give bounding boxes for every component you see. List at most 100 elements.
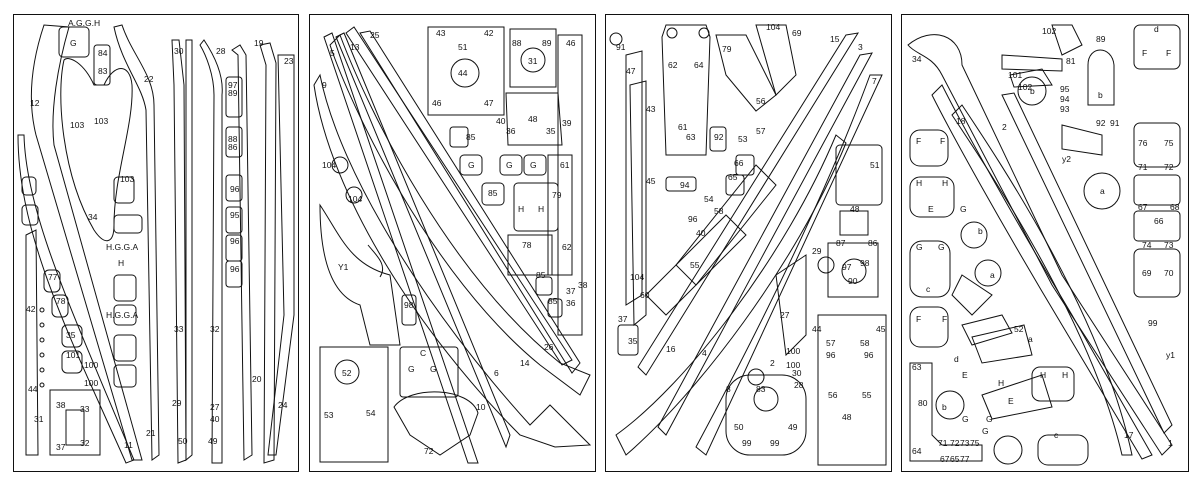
part-label: 53 xyxy=(324,410,334,420)
part-label: F xyxy=(916,136,922,146)
part-label: b xyxy=(1030,86,1035,96)
part-label: 35 xyxy=(66,330,76,340)
part-label: 7 xyxy=(872,76,877,86)
part-label: 11 xyxy=(124,440,133,450)
part-label: 33 xyxy=(174,324,184,334)
part-label: 50 xyxy=(734,422,744,432)
part-label: 52 xyxy=(1014,324,1024,334)
part-label: y2 xyxy=(1062,154,1071,164)
part-label: 88 xyxy=(512,38,522,48)
part-label: H xyxy=(916,178,923,188)
part-label: 28 xyxy=(216,46,226,56)
part-label: 31 xyxy=(34,414,44,424)
part-label: 10 xyxy=(476,402,486,412)
part-label: 16 xyxy=(666,344,676,354)
part-label: 57 xyxy=(826,338,836,348)
pattern-sheet-3: 91 47 62 64 79 104 69 15 3 7 43 61 63 92… xyxy=(605,14,892,472)
part-label: 85 xyxy=(488,188,498,198)
part-label: 75 xyxy=(970,438,980,448)
part-label: 44 xyxy=(812,324,822,334)
part-label: G xyxy=(506,160,513,170)
part-label: d xyxy=(954,354,959,364)
part-label: 18 xyxy=(956,116,966,126)
part-label: 31 xyxy=(528,56,538,66)
part-label: 22 xyxy=(144,74,154,84)
sheet-2-drawing xyxy=(313,26,592,464)
pattern-sheet-4: 34 102 89 d F F 81 101 102 b 95 94 93 b … xyxy=(901,14,1189,472)
part-label: 58 xyxy=(860,338,870,348)
part-label: 91 xyxy=(616,42,626,52)
part-label: 37 xyxy=(618,314,628,324)
part-label: 100 xyxy=(786,360,801,370)
part-label: C xyxy=(420,348,427,358)
part-label: 80 xyxy=(918,398,928,408)
part-label: 57 xyxy=(756,126,766,136)
part-label: 89 xyxy=(1096,34,1106,44)
part-label: 83 xyxy=(756,384,766,394)
part-label: 48 xyxy=(842,412,852,422)
part-label: 2 xyxy=(770,358,775,368)
part-label: 96 xyxy=(688,214,698,224)
part-label: 62 xyxy=(562,242,572,252)
part-label: G xyxy=(530,160,537,170)
part-label: 55 xyxy=(690,260,700,270)
part-label: A.G.G.H xyxy=(68,18,101,28)
part-label: 94 xyxy=(680,180,690,190)
part-label: 101 xyxy=(66,350,81,360)
part-label: b xyxy=(978,226,983,236)
part-label: 93 xyxy=(1060,104,1070,114)
part-label: 40 xyxy=(496,116,506,126)
part-label: 3 xyxy=(858,42,863,52)
part-label: 39 xyxy=(562,118,572,128)
part-label: 5 xyxy=(330,48,335,58)
part-label: E xyxy=(928,204,934,214)
part-label: 94 xyxy=(1060,94,1070,104)
part-label: 2 xyxy=(1002,122,1007,132)
part-label: 92 xyxy=(1096,118,1106,128)
part-label: 26 xyxy=(544,342,554,352)
part-label: 35 xyxy=(546,126,556,136)
part-label: d xyxy=(1154,24,1159,34)
part-label: 103 xyxy=(94,116,109,126)
part-label: 44 xyxy=(28,384,38,394)
part-label: 4 xyxy=(702,348,707,358)
part-label: G xyxy=(408,364,415,374)
part-label: 102 xyxy=(1018,82,1033,92)
part-label: 55 xyxy=(862,390,872,400)
part-label: H.G.G.A xyxy=(106,242,139,252)
part-label: 81 xyxy=(1066,56,1076,66)
part-label: 60 xyxy=(640,290,650,300)
part-label: 101 xyxy=(1008,70,1023,80)
part-label: 13 xyxy=(350,42,360,52)
part-label: 72 xyxy=(1164,162,1174,172)
pattern-sheet-2: 25 13 5 9 43 42 51 44 46 47 88 89 31 46 … xyxy=(309,14,596,472)
part-label: 78 xyxy=(56,296,66,306)
part-label: 89 xyxy=(228,88,238,98)
part-label: 76 xyxy=(1138,138,1148,148)
part-label: 83 xyxy=(98,66,108,76)
part-label: G xyxy=(468,160,475,170)
part-label: 46 xyxy=(566,38,576,48)
part-label: 63 xyxy=(686,132,696,142)
part-label: 79 xyxy=(552,190,562,200)
part-label: 100 xyxy=(84,378,99,388)
part-label: 97 xyxy=(842,262,852,272)
part-label: 70 xyxy=(1164,268,1174,278)
part-label: c xyxy=(926,284,931,294)
part-label: F xyxy=(916,314,922,324)
part-label: 20 xyxy=(252,374,262,384)
part-label: 52 xyxy=(342,368,352,378)
part-label: 62 xyxy=(668,60,678,70)
part-label: a xyxy=(1028,334,1033,344)
part-label: 54 xyxy=(366,408,376,418)
part-label: 37 xyxy=(56,442,66,452)
part-label: H xyxy=(1040,370,1047,380)
part-label: 56 xyxy=(828,390,838,400)
part-label: 21 xyxy=(146,428,156,438)
part-label: 98 xyxy=(404,300,414,310)
part-label: 96 xyxy=(230,184,240,194)
part-label: F xyxy=(1166,48,1172,58)
part-label: 35 xyxy=(628,336,638,346)
part-label: 103 xyxy=(70,120,85,130)
part-label: 66 xyxy=(1154,216,1164,226)
